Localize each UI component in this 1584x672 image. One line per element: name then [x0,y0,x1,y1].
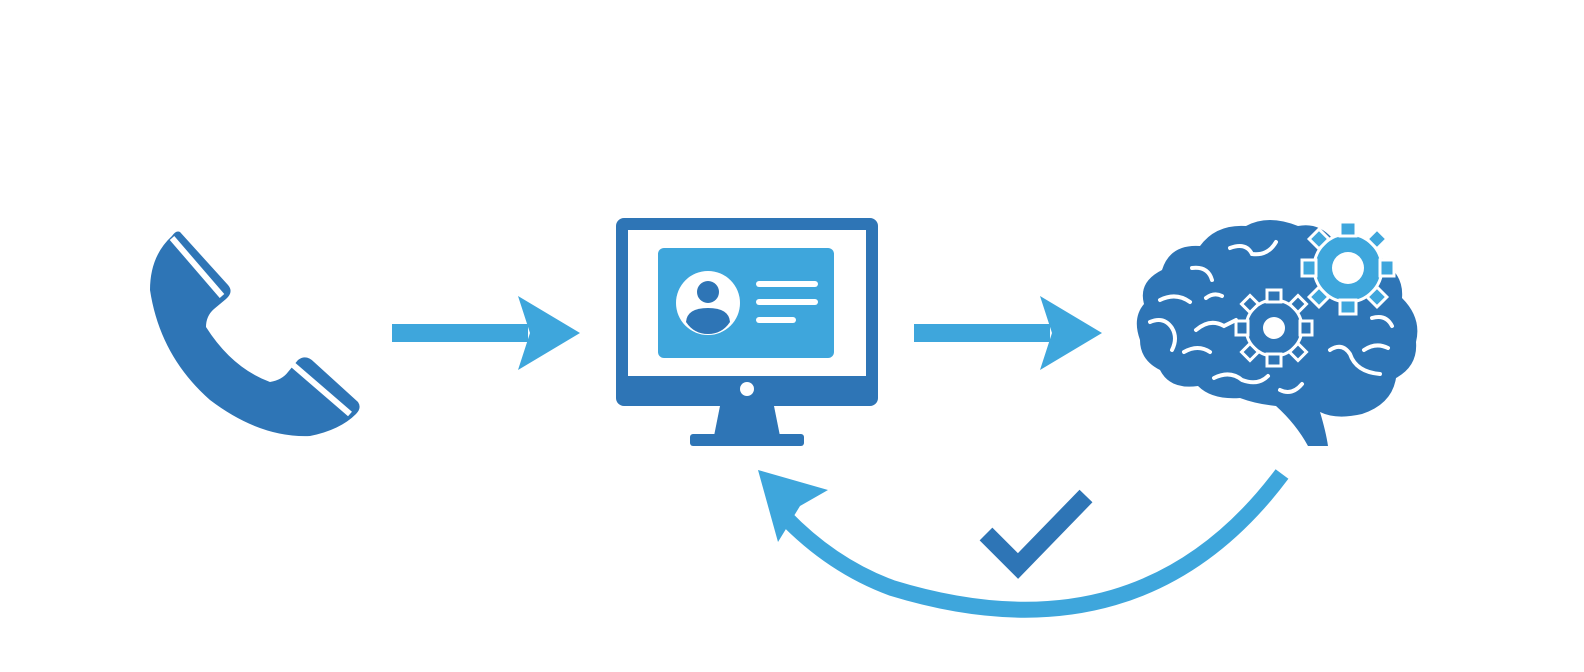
phone-handset-icon [150,231,360,437]
arrow-right-icon [392,296,580,370]
curved-return-arrow-icon [758,469,1289,618]
brain-gears-icon [1136,220,1418,446]
arrow-right-icon [914,296,1102,370]
checkmark-icon [979,489,1093,579]
monitor-contact-card-icon [616,218,878,446]
gear-icon [1300,220,1396,316]
